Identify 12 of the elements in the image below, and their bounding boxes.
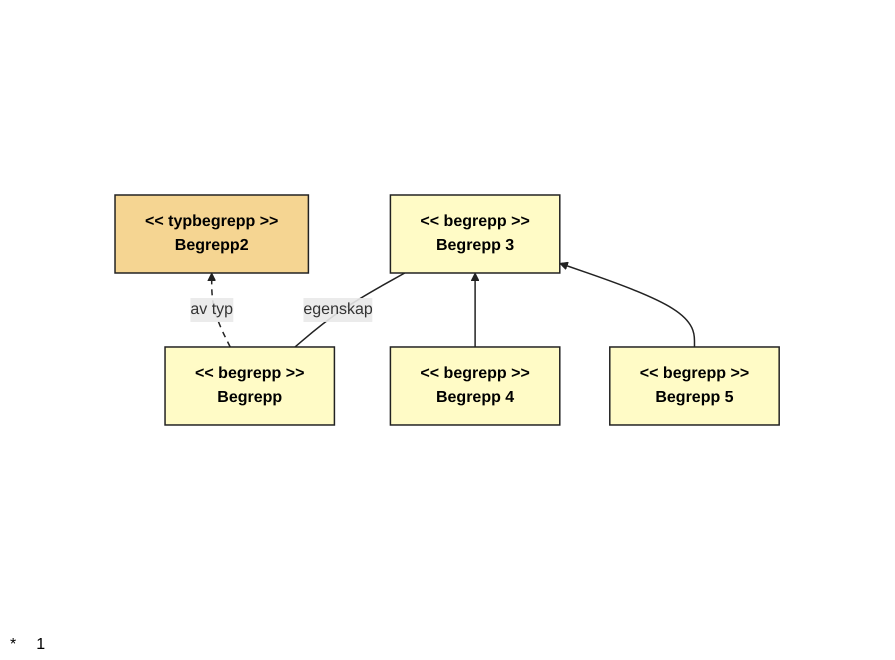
arrow xyxy=(560,262,696,347)
node-box: << begrepp >> Begrepp 4 xyxy=(390,346,561,426)
multiplicity-label: * xyxy=(10,636,16,654)
node-box: << begrepp >> Begrepp 5 xyxy=(609,346,780,426)
arrow xyxy=(471,272,480,347)
node-box: << begrepp >> Begrepp xyxy=(164,346,336,426)
multiplicity-label: 1 xyxy=(36,636,46,654)
edge-label: av typ xyxy=(190,300,234,318)
node-box: << begrepp >> Begrepp 3 xyxy=(390,194,561,274)
edge-label: egenskap xyxy=(304,300,374,318)
connector xyxy=(294,272,406,348)
node-box: << typbegrepp >> Begrepp2 xyxy=(114,194,310,274)
